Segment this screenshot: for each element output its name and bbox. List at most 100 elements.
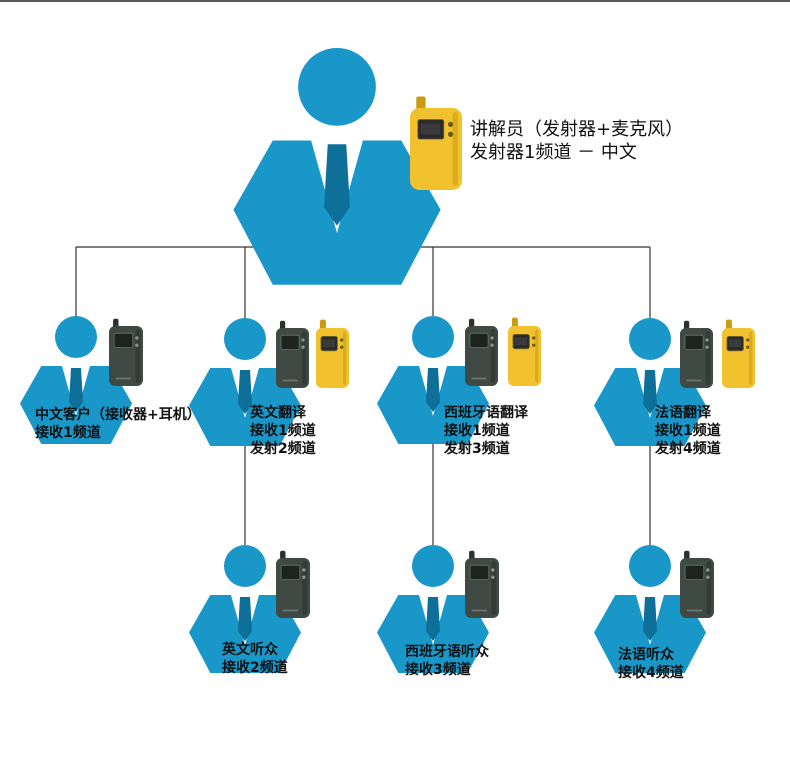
tie <box>643 597 657 641</box>
french-listener-person-icon <box>594 545 706 673</box>
screen <box>469 332 489 349</box>
screen <box>684 564 705 581</box>
button <box>302 568 306 572</box>
spanish-translator-receiver-icon <box>465 318 498 386</box>
spanish-translator-role: 西班牙语翻译 <box>444 405 528 421</box>
french-listener-role: 法语听众 <box>618 647 674 663</box>
french-listener-receive: 接收4频道 <box>618 665 684 682</box>
person-head <box>629 545 671 587</box>
person-head <box>224 545 266 587</box>
button <box>135 343 139 347</box>
tie <box>426 597 440 641</box>
english-translator-receiver-icon <box>276 320 309 388</box>
button <box>706 568 710 572</box>
french-listener-receiver-icon <box>680 550 714 618</box>
spanish-listener-receive: 接收3频道 <box>405 662 471 679</box>
button <box>447 121 454 127</box>
english-listener-role: 英文听众 <box>222 642 278 658</box>
english-translator-transmit: 发射2频道 <box>250 441 316 458</box>
brand-strip <box>686 379 702 382</box>
antenna <box>725 319 732 331</box>
french-translator-receiver-icon <box>680 320 713 388</box>
brand-strip <box>282 609 299 612</box>
antenna <box>319 319 326 331</box>
button <box>746 338 750 342</box>
screen-inner <box>514 337 528 346</box>
device-shade <box>452 112 458 186</box>
person-head <box>412 545 454 587</box>
brand-strip <box>471 377 487 380</box>
button <box>490 336 494 340</box>
button <box>705 338 709 342</box>
spanish-translator-receive: 接收1频道 <box>444 423 510 440</box>
guide-transmitter-icon <box>410 96 462 190</box>
english-translator-transmitter-icon <box>316 319 349 388</box>
spanish-listener-role: 西班牙语听众 <box>405 644 489 660</box>
chinese-guest-role: 中文客户（接收器+耳机） <box>35 407 201 423</box>
chinese-guest-person-icon <box>20 316 132 444</box>
tie <box>238 597 252 641</box>
screen <box>684 334 704 351</box>
button <box>302 575 306 579</box>
spanish-translator-person-icon <box>377 316 489 444</box>
device-shade <box>491 561 497 615</box>
person-head <box>412 316 454 358</box>
device-shade <box>302 561 308 615</box>
tie <box>643 370 657 414</box>
tie <box>426 368 440 412</box>
device-shade <box>301 331 307 385</box>
screen-inner <box>728 339 742 348</box>
button <box>532 336 536 340</box>
guide-role: 讲解员（发射器+麦克风） <box>470 119 684 140</box>
english-translator-person-icon <box>189 318 301 446</box>
french-translator-receive: 接收1频道 <box>655 423 721 440</box>
device-shade <box>705 331 711 385</box>
person-head <box>55 316 97 358</box>
tie <box>324 144 350 226</box>
button <box>301 345 305 349</box>
device-shade <box>749 331 753 385</box>
english-listener-receiver-icon <box>276 550 310 618</box>
chinese-guest-receiver-icon <box>109 318 143 386</box>
english-translator-label: 英文翻译 接收1频道 发射2频道 <box>250 404 316 459</box>
button <box>746 345 750 349</box>
button <box>532 343 536 347</box>
screen <box>469 564 490 581</box>
button <box>491 575 495 579</box>
spanish-translator-label: 西班牙语翻译 接收1频道 发射3频道 <box>444 404 528 459</box>
button <box>135 336 139 340</box>
brand-strip <box>471 609 488 612</box>
chinese-guest-receive: 接收1频道 <box>35 425 101 442</box>
english-listener-receive: 接收2频道 <box>222 660 288 677</box>
button <box>705 345 709 349</box>
french-translator-person-icon <box>594 318 706 446</box>
device-shade <box>343 331 347 385</box>
person-head <box>298 48 376 126</box>
screen-inner <box>322 339 336 348</box>
device-shade <box>490 329 496 383</box>
chinese-guest-label: 中文客户（接收器+耳机） 接收1频道 <box>35 406 201 442</box>
spanish-listener-receiver-icon <box>465 550 499 618</box>
button <box>490 343 494 347</box>
english-translator-receive: 接收1频道 <box>250 423 316 440</box>
person-head <box>629 318 671 360</box>
brand-strip <box>686 609 703 612</box>
spanish-translator-transmitter-icon <box>508 317 541 386</box>
button <box>706 575 710 579</box>
spanish-listener-label: 西班牙语听众 接收3频道 <box>405 643 489 679</box>
button <box>340 345 344 349</box>
button <box>301 338 305 342</box>
button <box>491 568 495 572</box>
antenna <box>416 96 426 112</box>
screen <box>280 564 301 581</box>
screen <box>113 332 134 349</box>
spanish-listener-person-icon <box>377 545 489 673</box>
french-listener-label: 法语听众 接收4频道 <box>618 646 684 682</box>
brand-strip <box>115 377 132 380</box>
english-translator-role: 英文翻译 <box>250 405 306 421</box>
button <box>447 131 454 137</box>
device-shade <box>535 329 539 383</box>
spanish-translator-transmit: 发射3频道 <box>444 441 510 458</box>
